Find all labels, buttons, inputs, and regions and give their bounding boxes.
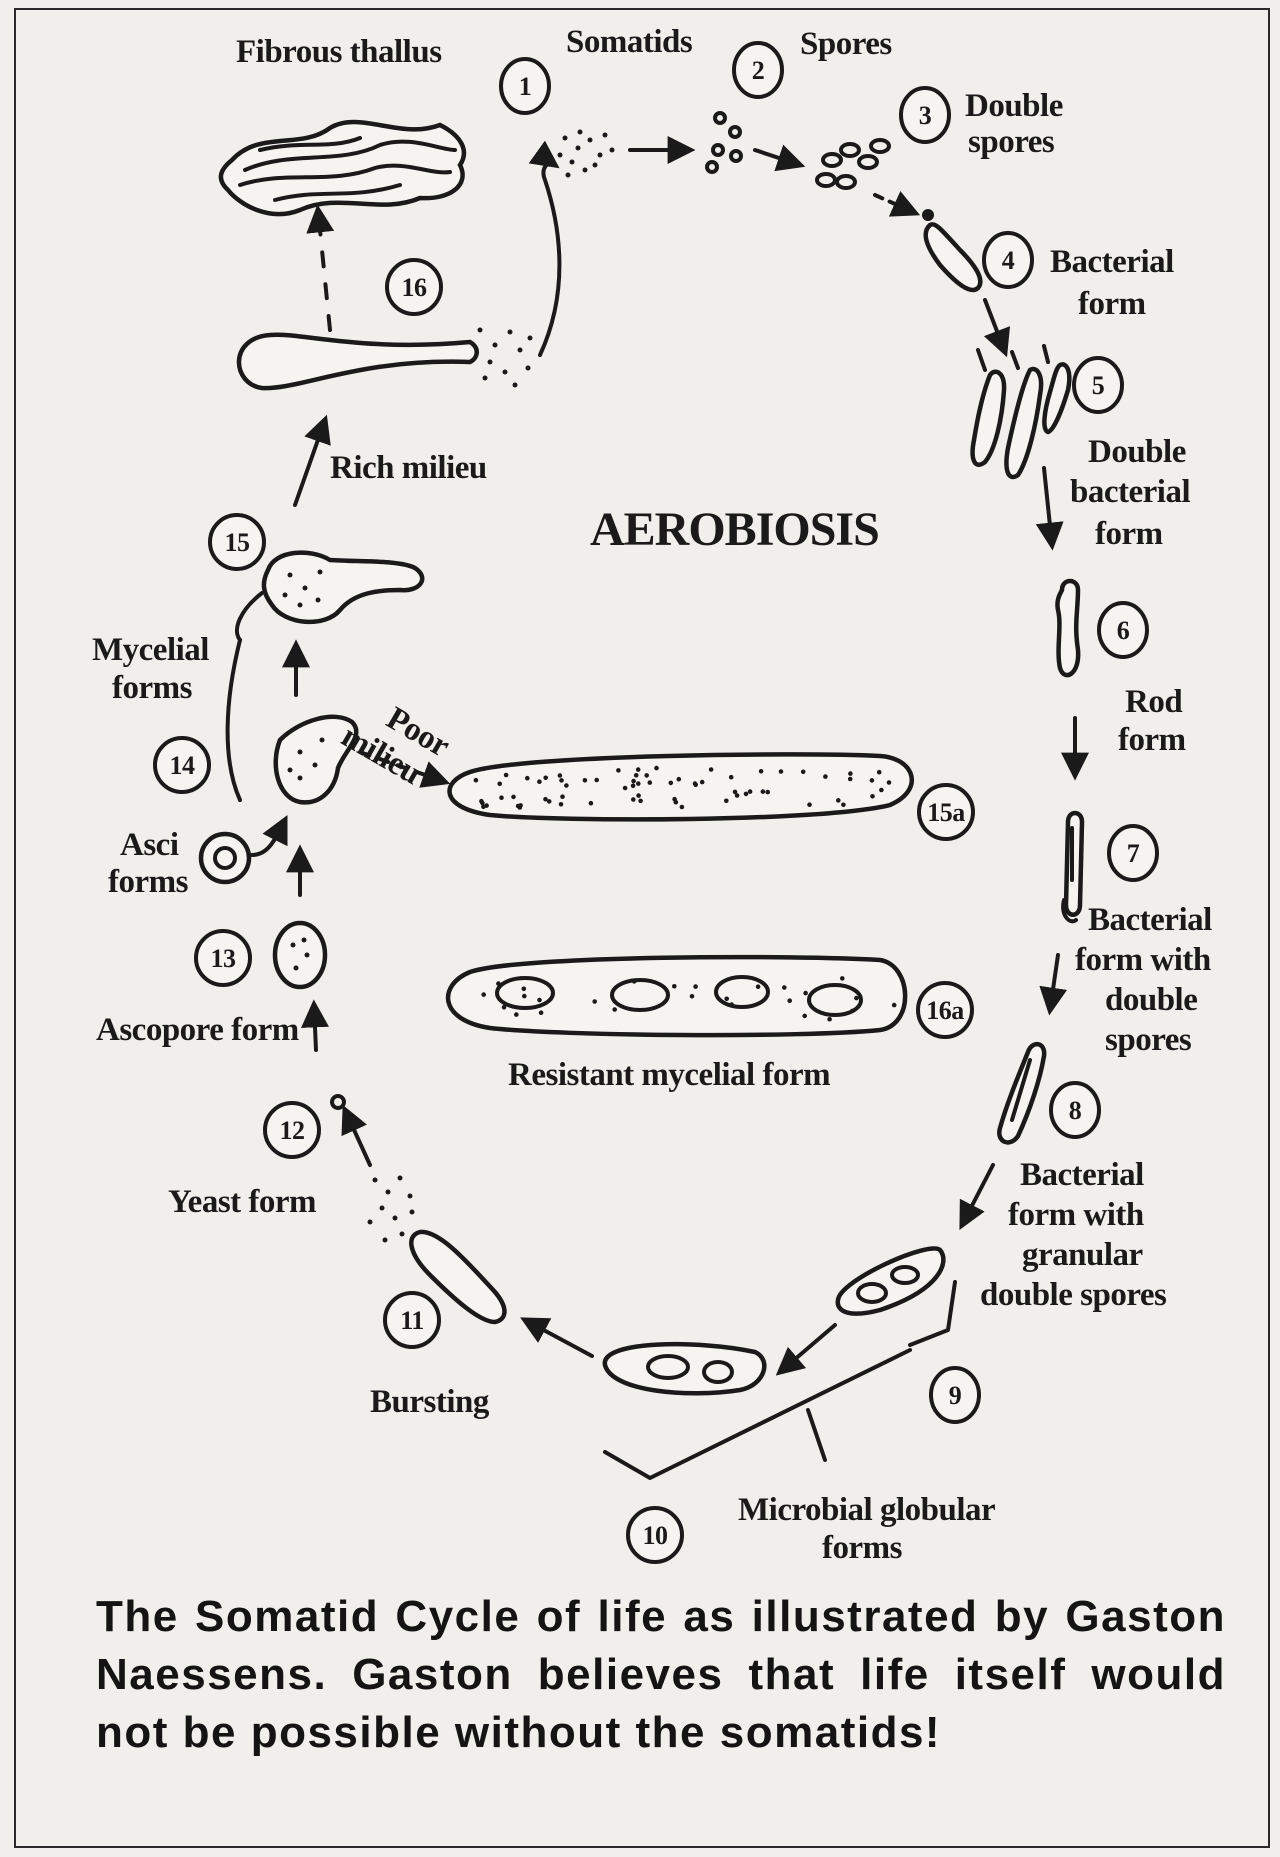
arrow-3-to-4 [875,195,915,213]
mycelial-form-14-drawing [276,717,357,803]
label-bacterial-form-double-spores: Bacterial form with double spores [1075,902,1220,1058]
label-double-bacterial-form: Double bacterial form [1070,434,1198,552]
resistant-mycelial-form-16a-drawing [448,957,905,1035]
stage-2-number: 2 [752,56,765,85]
long-mycelial-form-15a-drawing [450,754,912,819]
arrow-11-to-12 [345,1110,370,1165]
arrow-15-to-16 [295,420,325,505]
stage-8-number: 8 [1069,1096,1082,1125]
somatids-drawing [558,130,615,178]
stage-16a-number: 16a [926,996,964,1025]
stage-11-number: 11 [400,1306,424,1335]
stage-12-number: 12 [280,1116,305,1145]
stage-16-number: 16 [402,273,428,302]
arrow-9-to-9b [780,1325,835,1372]
label-spores: Spores [800,26,892,62]
arrow-4-to-5 [985,300,1005,352]
label-rich-milieu: Rich milieu [330,450,487,486]
label-bacterial-form: Bacterial form [1050,244,1182,322]
label-yeast-form: Yeast form [168,1184,316,1220]
stage-7-number: 7 [1127,839,1140,868]
stage-9-number: 9 [949,1381,962,1410]
double-bacterial-form-drawing [973,346,1070,477]
label-asci-forms: Asci forms [108,827,189,900]
arrow-16-to-1 [540,163,559,355]
arrow-5-to-6 [1044,468,1052,545]
stage-3-number: 3 [919,101,932,130]
rod-form-drawing [1057,581,1078,675]
spores-drawing [707,113,741,172]
fibrous-thallus-drawing [221,122,464,214]
mycelial-form-15-drawing [264,553,422,622]
label-rod-form: Rod form [1118,684,1190,758]
stage-6-number: 6 [1117,616,1130,645]
microbial-globular-forms-drawing [605,1248,944,1393]
stage-15a-number: 15a [927,798,965,827]
label-mycelial-forms: Mycelial forms [92,632,217,706]
arrow-2-to-3 [755,150,800,165]
label-microbial-globular-forms: Microbial globular forms [738,1492,1002,1566]
asci-forms-drawing [201,834,249,882]
label-resistant-mycelial-form: Resistant mycelial form [508,1057,830,1093]
label-double-spores: Double spores [965,88,1071,160]
arrow-to-11 [525,1320,592,1356]
dashed-arrow-to-thallus [318,210,330,330]
bacterial-double-spores-drawing [1063,813,1082,921]
stage-15-number: 15 [225,528,251,557]
figure-caption: The Somatid Cycle of life as illustrated… [96,1588,1226,1762]
bursting-drawing [368,1176,505,1323]
label-ascopore-form: Ascopore form [96,1012,299,1048]
stage-10-number: 10 [643,1521,669,1550]
arrow-8-to-9 [962,1165,993,1225]
arrow-asci-to-14 [252,820,285,855]
diagram-title: AEROBIOSIS [590,503,879,556]
mycelial-bracket [228,640,240,800]
double-spores-drawing [817,140,889,188]
label-poor-milieu: Poor milieu [335,685,461,801]
stage-14-number: 14 [170,751,196,780]
fibrous-thallus-label: Fibrous thallus [236,34,442,70]
ascopore-form-drawing [275,923,325,987]
arrow-12-to-13 [314,1005,316,1050]
stage-1-number: 1 [519,72,532,101]
bacterial-form-drawing [922,209,980,290]
label-bacterial-form-granular: Bacterial form with granular double spor… [980,1157,1167,1313]
stage-13-number: 13 [211,944,237,973]
stage-4-number: 4 [1002,246,1015,275]
label-bursting: Bursting [370,1384,490,1420]
arrow-7-to-8 [1050,955,1058,1010]
bacterial-granular-spores-drawing [999,1044,1044,1142]
stage-5-number: 5 [1092,371,1105,400]
yeast-form-drawing [332,1096,344,1108]
label-somatids: Somatids [566,24,693,60]
club-form-16-drawing [239,328,533,389]
